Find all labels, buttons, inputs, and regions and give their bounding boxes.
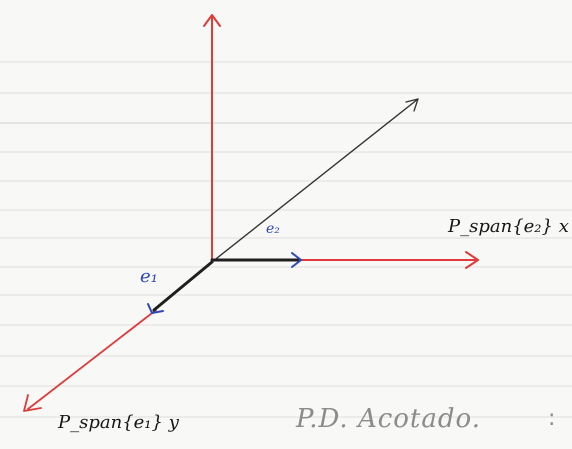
e1-vector [152, 260, 214, 312]
basis-vectors [147, 252, 302, 314]
e2-vector-head [291, 252, 302, 268]
lower-red-arrow-head [23, 394, 42, 412]
e2-label: e₂ [266, 221, 280, 237]
diagonal-black-arrow-head [405, 98, 419, 112]
e1-vector-head [147, 303, 164, 314]
axes [23, 14, 479, 412]
colon-mark: : [548, 406, 555, 431]
projection-y-label: P_span{e₁} y [57, 412, 180, 433]
e1-label: e₁ [140, 266, 158, 287]
footer-note: P.D. Acotado. [295, 404, 481, 434]
diagonal-black-axis [211, 98, 419, 263]
projection-x-label: P_span{e₂} x [447, 216, 569, 237]
horizontal-arrow-head [465, 251, 479, 269]
vertical-arrow-head [203, 14, 221, 27]
lower-red-axis [27, 309, 157, 410]
